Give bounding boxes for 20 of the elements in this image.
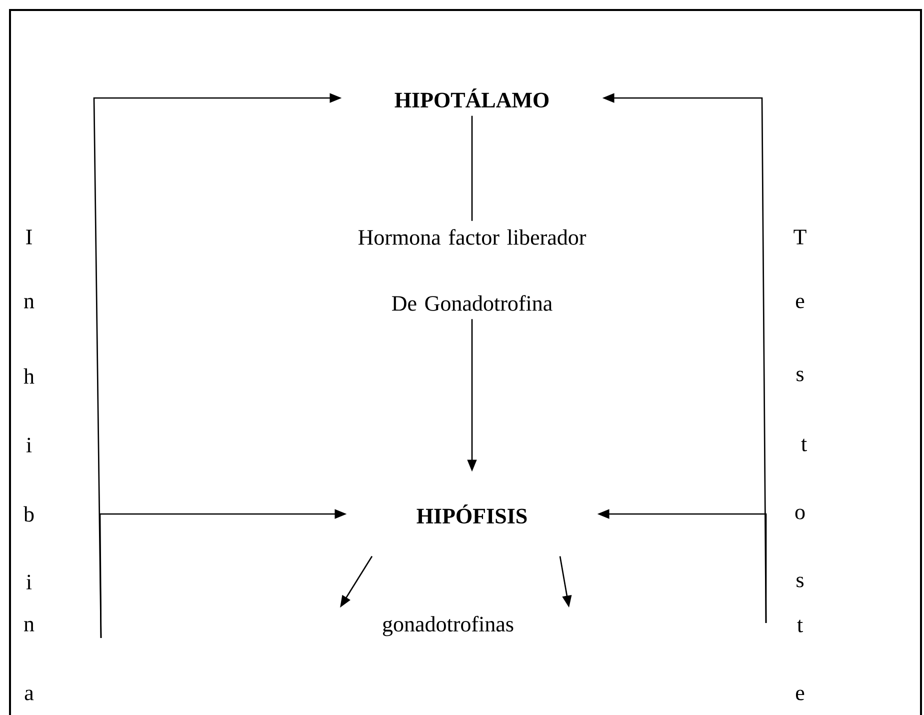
heading-label: HIPOTÁLAMO	[394, 88, 549, 108]
letter-label: s	[796, 370, 804, 382]
heading-label: HIPÓFISIS	[416, 504, 527, 524]
letter-label: s	[796, 576, 804, 588]
letter-label: n	[24, 298, 34, 308]
letter-label: b	[24, 506, 34, 522]
letter-label: i	[26, 574, 32, 590]
letter-label: I	[26, 230, 32, 244]
text-label: gonadotrofinas	[382, 616, 514, 636]
letter-label: h	[24, 368, 34, 384]
letter-label: T	[794, 230, 806, 244]
letter-label: n	[24, 620, 34, 632]
letter-label: t	[801, 438, 807, 452]
text-label: Hormona factor liberador De Gonadotrofina	[358, 229, 586, 311]
letter-label: e	[796, 690, 804, 700]
letter-label: e	[796, 298, 804, 308]
letter-label: o	[795, 508, 805, 520]
letter-label: a	[24, 690, 34, 700]
letter-label: t	[797, 620, 803, 632]
letter-label: i	[26, 438, 32, 452]
